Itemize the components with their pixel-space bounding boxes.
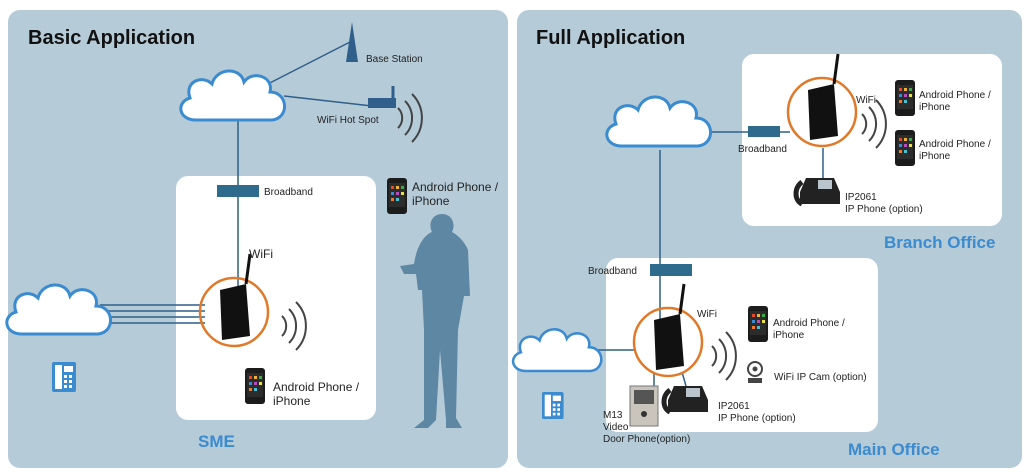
- pstn-label-left: PSTN: [39, 305, 85, 324]
- router-wifi-waves-icon-main: [711, 331, 737, 381]
- right-links: [598, 131, 824, 387]
- hotspot-wifi-waves-icon: [397, 93, 423, 143]
- router-wifi-waves-icon-branch: [861, 99, 887, 149]
- broadband-modem-icon-main: [650, 264, 692, 276]
- wifi-hotspot-label: WiFi Hot Spot: [317, 115, 379, 126]
- broadband-modem-icon-left: [217, 185, 259, 197]
- base-station-label: Base Station: [366, 54, 423, 65]
- wifi-hotspot-icon: [368, 86, 396, 108]
- desk-phone-icon-main: [664, 386, 708, 412]
- smartphone-icon-left-outer: [387, 178, 407, 214]
- broadband-modem-icon-branch: [748, 126, 780, 137]
- door-phone-label: M13 Video Door Phone(option): [603, 410, 691, 445]
- basic-application-title: Basic Application: [28, 27, 196, 49]
- left-links: [100, 41, 373, 324]
- sme-label: SME: [198, 432, 235, 451]
- ipphone-label-main: IP2061 IP Phone (option): [718, 401, 796, 424]
- broadband-label-branch: Broadband: [738, 144, 787, 155]
- base-station-icon: [346, 22, 358, 62]
- branch-office-box: [742, 54, 1002, 226]
- door-phone-icon: [629, 385, 659, 427]
- pstn-phone-icon-left: [52, 362, 76, 392]
- broadband-label-left: Broadband: [264, 187, 313, 198]
- broadband-label-main: Broadband: [588, 266, 637, 277]
- phone-label-branch-1: Android Phone / iPhone: [919, 90, 991, 113]
- phone-label-left-inner: Android Phone / iPhone: [273, 380, 360, 408]
- desk-phone-icon-branch: [796, 178, 840, 204]
- router-icon-left: [198, 252, 270, 348]
- phone-label-main: Android Phone / iPhone: [773, 318, 845, 341]
- pstn-label-right: PSTN: [541, 346, 579, 362]
- internet-label-right: Internet: [633, 117, 691, 136]
- router-icon-main: [632, 282, 704, 378]
- phone-label-branch-2: Android Phone / iPhone: [919, 139, 991, 162]
- router-wifi-waves-icon-left: [281, 301, 307, 351]
- ip-camera-icon: [747, 361, 763, 383]
- smartphone-icon-main: [748, 306, 768, 342]
- wifi-label-left: WiFi: [249, 247, 273, 261]
- sme-office-box: [176, 176, 376, 420]
- smartphone-icon-left-inner: [245, 368, 265, 404]
- person-silhouette-icon: [400, 214, 470, 428]
- branch-office-label: Branch Office: [884, 233, 996, 252]
- phone-label-left-outer: Android Phone / iPhone: [412, 180, 499, 208]
- ipcam-label: WiFi IP Cam (option): [774, 372, 867, 383]
- wifi-label-branch: WiFi: [856, 95, 876, 106]
- main-office-label: Main Office: [848, 440, 940, 459]
- router-icon-branch: [786, 52, 858, 148]
- internet-label-left: Internet: [207, 91, 265, 110]
- pstn-phone-icon-right: [542, 392, 564, 419]
- smartphone-icon-branch-2: [895, 130, 915, 166]
- smartphone-icon-branch-1: [895, 80, 915, 116]
- full-application-title: Full Application: [536, 27, 686, 49]
- ipphone-label-branch: IP2061 IP Phone (option): [845, 192, 923, 215]
- wifi-label-main: WiFi: [697, 309, 717, 320]
